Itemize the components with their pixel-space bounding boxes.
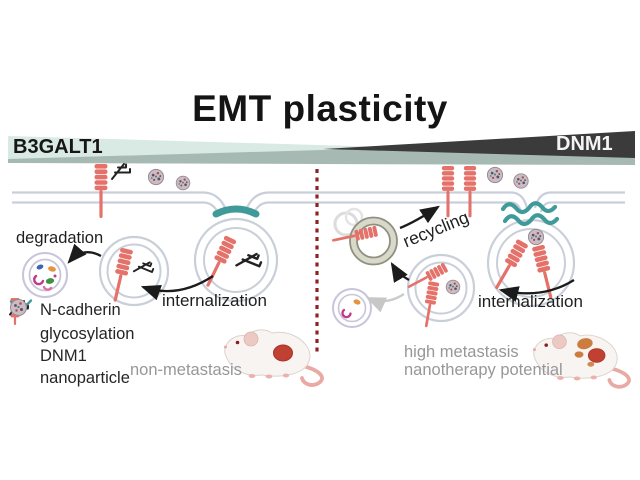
tumor-spot (587, 348, 606, 363)
nanoparticle-icon (445, 279, 461, 295)
axis-label-dnm1: DNM1 (556, 133, 613, 155)
legend: N-cadherin glycosylation DNM1 (9, 298, 134, 390)
tumor-spot (574, 351, 584, 358)
endocytic-pit-left (193, 217, 279, 303)
legend-label: N-cadherin (40, 301, 121, 319)
glycosylation-icon (111, 163, 131, 180)
legend-item-glycosylation: glycosylation (9, 299, 135, 345)
gradient-banner (8, 131, 635, 165)
arrow-internalization-right (498, 279, 575, 302)
internalization-label-right: internalization (478, 292, 583, 311)
arrow-to-recycling-endosome (390, 262, 410, 283)
nanoparticle-icon (147, 168, 165, 186)
nanoparticle-icon (486, 166, 504, 184)
tumor-spot (273, 344, 293, 362)
legend-item-nanoparticle: nanoparticle (9, 299, 134, 389)
nanoparticle-icon (513, 173, 529, 189)
figure-title: EMT plasticity (192, 88, 448, 129)
internalization-label-left: internalization (162, 291, 267, 310)
dnm1-helix-right (500, 201, 560, 227)
axis-label-b3galt1: B3GALT1 (13, 136, 103, 158)
arrow-to-degradation (67, 243, 102, 264)
arrow-recycling (399, 205, 440, 230)
legend-label: nanoparticle (40, 369, 130, 387)
arrow-internalization-left (140, 275, 214, 301)
legend-label: glycosylation (40, 325, 135, 343)
dnm1-ring-left (212, 205, 260, 218)
legend-label: DNM1 (40, 347, 87, 365)
mouse-non-metastatic (224, 329, 324, 387)
legend-item-dnm1: DNM1 (9, 299, 134, 367)
n-cadherin-icon (94, 164, 108, 218)
lysosome-right (332, 288, 372, 328)
gradient-wedge-left (8, 136, 488, 161)
nanoparticle-icon (175, 175, 191, 191)
arrow-to-lysosome-right (365, 293, 405, 313)
gradient-wedge-right (323, 131, 635, 158)
nanoparticle-icon (527, 228, 545, 246)
tumor-spot (587, 361, 595, 367)
tumor-spot (577, 338, 593, 350)
mouse-metastatic (532, 332, 631, 389)
caption-non-metastasis: non-metastasis (130, 361, 242, 379)
lysosome-left (22, 252, 68, 298)
caption-nanotherapy-potential: nanotherapy potential (404, 361, 563, 379)
caption-high-metastasis: high metastasis (404, 343, 519, 361)
degradation-label: degradation (16, 229, 104, 247)
